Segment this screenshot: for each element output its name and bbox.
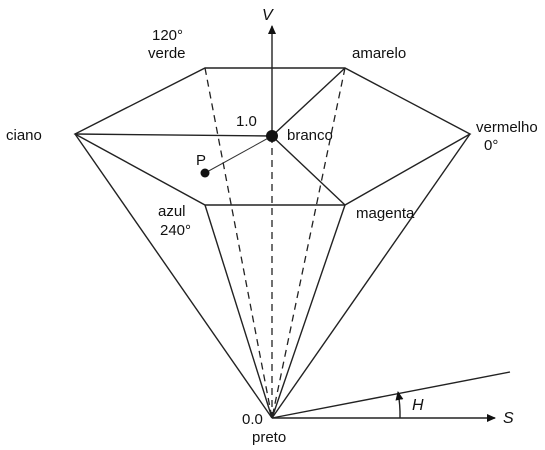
magenta-label: magenta [356, 205, 415, 222]
h-angle-label: H [412, 397, 424, 414]
ciano-label: ciano [6, 127, 42, 144]
branco-point [266, 130, 278, 142]
value-top-label: 1.0 [236, 113, 257, 130]
p-point [200, 168, 210, 178]
verde-angle-label: 120° [152, 27, 183, 44]
edge-ciano-preto [74, 133, 273, 419]
edge-magenta-preto [271, 204, 346, 419]
azul-label: azul [158, 203, 186, 220]
center-to-ciano-line [74, 133, 273, 137]
branco-label: branco [287, 127, 333, 144]
hue-angle-arc [395, 391, 404, 419]
preto-label: preto [252, 429, 286, 446]
saturation-line [204, 135, 273, 174]
vermelho-angle-label: 0° [484, 137, 498, 154]
center-to-amarelo-line [271, 67, 346, 137]
value-bottom-label: 0.0 [242, 411, 263, 428]
hue-reference-line [271, 371, 511, 419]
center-to-magenta-line [271, 135, 346, 206]
verde-label: verde [148, 45, 186, 62]
amarelo-label: amarelo [352, 45, 406, 62]
vermelho-label: vermelho [476, 119, 538, 136]
s-axis-label: S [503, 410, 514, 427]
p-label: P [196, 152, 206, 169]
azul-angle-label: 240° [160, 222, 191, 239]
edge-azul-preto [204, 204, 273, 419]
v-axis-label: V [262, 7, 274, 24]
edge-vermelho-preto [271, 133, 471, 419]
